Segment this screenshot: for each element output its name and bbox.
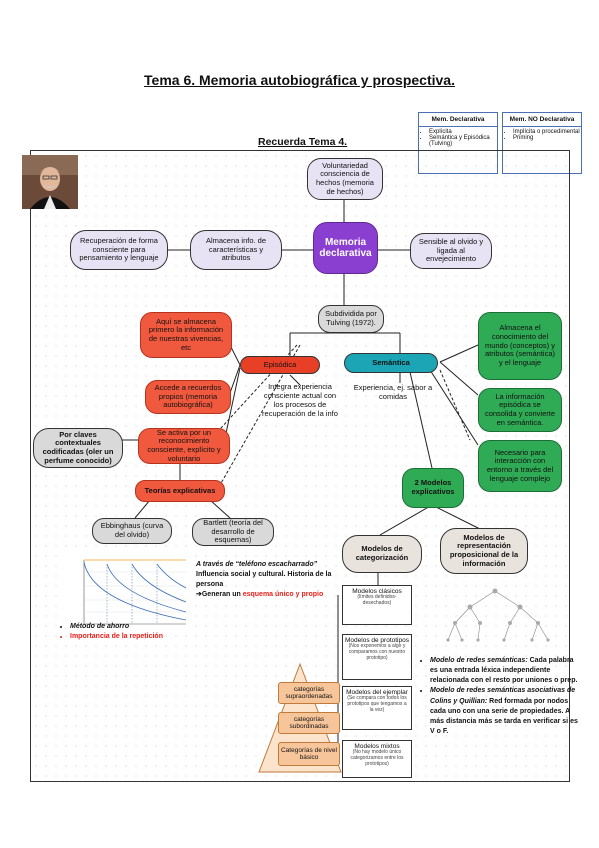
bartlett-note-3: ➔Generan un <box>196 591 243 599</box>
node-informacion-episodica: La información episódica se consolida y … <box>478 388 562 432</box>
ebbinghaus-note-2: Importancia de la repetición <box>70 632 220 642</box>
redes-note-2-text: Red formada por nodos cada uno con una s… <box>430 697 578 735</box>
modelo-note: (No hay modelo único categorizamos entre… <box>350 749 404 767</box>
node-aqui-almacena: Aquí se almacena primero la información … <box>140 312 232 358</box>
redes-notes: Modelo de redes semánticas: Cada palabra… <box>420 656 578 737</box>
modelo-note: (límites definidos-desechados) <box>357 594 397 607</box>
redes-note-2-title: Modelo de redes semánticas asociativas d… <box>430 687 576 705</box>
ebbinghaus-note-1: Método de ahorro <box>70 622 220 632</box>
node-episodica: Episódica <box>240 356 320 374</box>
bartlett-note-2: Influencia social y cultural. Historia d… <box>196 571 332 589</box>
text-experiencia: Experiencia, ej. sabor a comidas <box>353 383 433 401</box>
node-almacena-info: Almacena info. de características y atri… <box>190 230 282 270</box>
node-subdividida: Subdividida por Tulving (1972). <box>318 305 384 333</box>
bartlett-note-3-red: esquema único y propio <box>242 591 324 599</box>
text-integra: Integra experiencia consciente actual co… <box>262 382 338 418</box>
node-se-activa: Se activa por un reconocimiento conscien… <box>138 428 230 464</box>
modelo-box: Modelos clásicos (límites definidos-dese… <box>342 585 412 625</box>
modelo-title: Modelos mixtos <box>354 743 400 750</box>
node-almacena-conocimiento: Almacena el conocimiento del mundo (conc… <box>478 312 562 380</box>
node-teorias: Teorías explicativas <box>135 480 225 502</box>
redes-note-1-title: Modelo de redes semánticas: <box>430 657 528 664</box>
mem-no-declarativa-header: Mem. NO Declarativa <box>503 113 581 127</box>
node-voluntariedad: Voluntariedad consciencia de hechos (mem… <box>307 158 383 200</box>
node-memoria-declarativa: Memoria declarativa <box>313 222 378 274</box>
semantic-network-diagram <box>446 588 550 642</box>
modelo-title: Modelos de prototipos <box>345 637 409 644</box>
ebbinghaus-notes: Método de ahorro Importancia de la repet… <box>50 622 220 642</box>
bartlett-notes: A través de “teléfono escacharrado” Infl… <box>196 560 336 601</box>
redes-note-1-text: Cada palabra es una entrada léxica indep… <box>430 657 578 685</box>
node-bartlett: Bartlett (teoría del desarrollo de esque… <box>192 518 274 546</box>
forgetting-curve-chart <box>62 552 190 634</box>
page-title: Tema 6. Memoria autobiográfica y prospec… <box>144 72 455 88</box>
node-dos-modelos: 2 Modelos explicativos <box>402 468 464 508</box>
node-necesario: Necesario para interacción con entorno a… <box>478 440 562 492</box>
category-subordinadas: categorías subordinadas <box>278 712 340 734</box>
node-semantica: Semántica <box>344 353 438 373</box>
node-modelos-representacion: Modelos de representación proposicional … <box>440 528 528 574</box>
modelo-note: (Nos exponemos a algo y comparamos con n… <box>348 643 406 661</box>
category-supraordenadas: categorías supraordenadas <box>278 682 340 704</box>
diagram-subtitle: Recuerda Tema 4. <box>258 136 348 148</box>
node-recuperacion: Recuperación de forma consciente para pe… <box>70 230 168 270</box>
portrait-photo <box>22 155 78 209</box>
mem-no-declarativa-item: Implícita o procedimental <box>513 129 581 135</box>
node-ebbinghaus: Ebbinghaus (curva del olvido) <box>92 518 172 544</box>
bartlett-note-1: A través de “teléfono escacharrado” <box>196 561 318 568</box>
modelo-box: Modelos de prototipos (Nos exponemos a a… <box>342 634 412 680</box>
modelo-box: Modelos del ejemplar (Se compara con tod… <box>342 686 412 730</box>
category-nivel-basico: Categorías de nivel básico <box>278 742 340 766</box>
modelo-note: (Se compara con todos los prototipos que… <box>347 695 407 713</box>
node-accede: Accede a recuerdos propios (memoria auto… <box>145 380 231 414</box>
mem-no-declarativa-item: Priming <box>513 135 581 141</box>
mem-declarativa-item: Semántica y Episódica (Tulving) <box>429 135 497 147</box>
node-sensible: Sensible al olvido y ligada al envejecim… <box>410 233 492 269</box>
modelo-box: Modelos mixtos (No hay modelo único cate… <box>342 740 412 778</box>
node-por-claves: Por claves contextuales codificadas (ole… <box>33 428 123 468</box>
mem-declarativa-item: Explícita <box>429 129 497 135</box>
modelo-title: Modelos del ejemplar <box>346 689 408 696</box>
node-modelos-categorizacion: Modelos de categorización <box>342 535 422 573</box>
modelo-title: Modelos clásicos <box>352 588 402 595</box>
mem-declarativa-header: Mem. Declarativa <box>419 113 497 127</box>
